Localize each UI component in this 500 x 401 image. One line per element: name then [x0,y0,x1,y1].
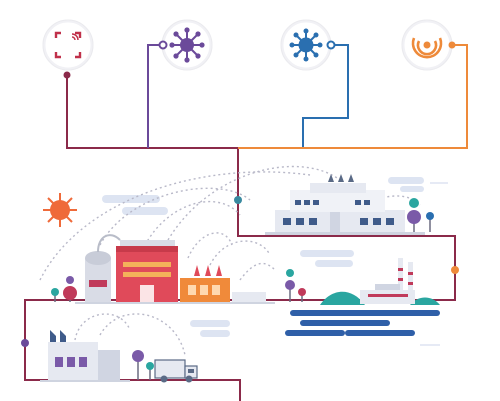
signal-broadcast-icon[interactable] [401,19,453,71]
decor-lines [420,182,448,346]
scan-frame-icon[interactable] [42,19,94,71]
orange-connector [238,44,468,149]
water [285,310,440,336]
dotted-arcs [39,165,421,356]
virus-network-icon-blue[interactable] [280,19,332,71]
trees-right [407,198,434,232]
purple-connector [147,44,162,148]
power-plant [320,258,440,305]
trees-left [51,276,77,302]
clouds [102,177,424,337]
factory-complex [75,234,275,304]
trees-center [285,269,306,302]
sun-icon [43,193,77,227]
virus-network-icon[interactable] [161,19,213,71]
blue-connector [302,44,349,148]
truck-icon [154,359,198,383]
trees-bottom [132,350,154,380]
research-building [265,174,425,235]
warehouse [40,330,130,382]
top-icon-row [42,19,453,71]
connector-nodes [21,40,459,347]
